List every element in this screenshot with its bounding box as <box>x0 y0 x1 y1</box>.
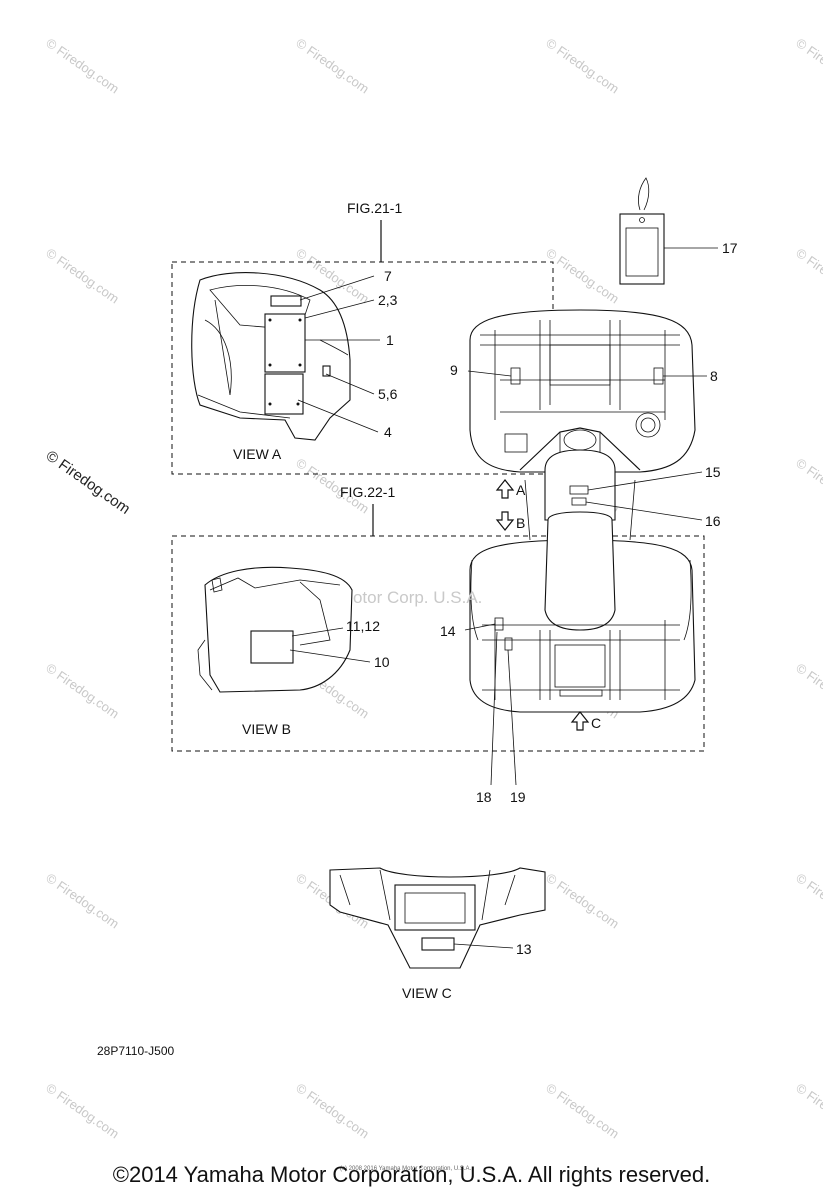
callout-15: 15 <box>705 464 721 480</box>
callout-8: 8 <box>710 368 718 384</box>
arrow-b-label: B <box>516 515 525 531</box>
arrow-c-label: C <box>591 715 601 731</box>
callout-16: 16 <box>705 513 721 529</box>
watermark: © Firedog.com <box>43 1080 122 1141</box>
callout-10: 10 <box>374 654 390 670</box>
callout-4: 4 <box>384 424 392 440</box>
callout-14: 14 <box>440 623 456 639</box>
arrow-a: A <box>495 479 526 499</box>
view-b-box <box>171 535 705 752</box>
watermark: © Firedog.com <box>543 1080 622 1141</box>
watermark: © Firedog.com <box>43 870 122 931</box>
callout-13: 13 <box>516 941 532 957</box>
view-b-label: VIEW B <box>242 721 291 737</box>
watermark: © Firedog.com <box>793 35 823 96</box>
fig-ref-22-1: FIG.22-1 <box>340 484 395 500</box>
fig-ref-21-1: FIG.21-1 <box>347 200 402 216</box>
callout-2-3: 2,3 <box>378 292 398 308</box>
drawing-code: 28P7110-J500 <box>97 1044 175 1058</box>
view-a-label: VIEW A <box>233 446 282 462</box>
small-print: (c) 2008 2016 Yamaha Motor Corporation, … <box>340 1166 472 1172</box>
watermark: © Firedog.com <box>43 245 122 306</box>
watermark: © Firedog.com <box>793 660 823 721</box>
front-panel-drawing <box>329 867 546 969</box>
callout-7: 7 <box>384 268 392 284</box>
watermark: © Firedog.com <box>793 1080 823 1141</box>
arrow-a-label: A <box>516 482 526 498</box>
watermark-dark: © Firedog.com <box>43 447 134 517</box>
atv-top-view-drawing <box>469 309 696 713</box>
callout-9: 9 <box>450 362 458 378</box>
callout-18: 18 <box>476 789 492 805</box>
rear-fender-drawing <box>197 566 353 693</box>
watermark: © Firedog.com <box>43 35 122 96</box>
watermark: © Firedog.com <box>543 35 622 96</box>
callout-17: 17 <box>722 240 738 256</box>
view-c-label: VIEW C <box>402 985 452 1001</box>
arrow-c: C <box>570 711 601 731</box>
view-a-box <box>171 261 554 475</box>
watermark: © Firedog.com <box>543 245 622 306</box>
watermark: © Firedog.com <box>543 870 622 931</box>
callout-1: 1 <box>386 332 394 348</box>
copyright-notice: ©2014 Yamaha Motor Corporation, U.S.A. A… <box>112 1162 711 1187</box>
watermark: © Firedog.com <box>293 1080 372 1141</box>
watermark: © Firedog.com <box>793 245 823 306</box>
callout-11-12: 11,12 <box>346 618 380 634</box>
callout-19: 19 <box>510 789 526 805</box>
hang-tag-drawing <box>619 177 665 285</box>
watermark: © Firedog.com <box>793 455 823 516</box>
front-fender-drawing <box>191 272 351 441</box>
watermark: © Firedog.com <box>793 870 823 931</box>
callout-5-6: 5,6 <box>378 386 398 402</box>
arrow-b: B <box>495 511 525 531</box>
watermark: © Firedog.com <box>293 35 372 96</box>
watermark: © Firedog.com <box>43 660 122 721</box>
